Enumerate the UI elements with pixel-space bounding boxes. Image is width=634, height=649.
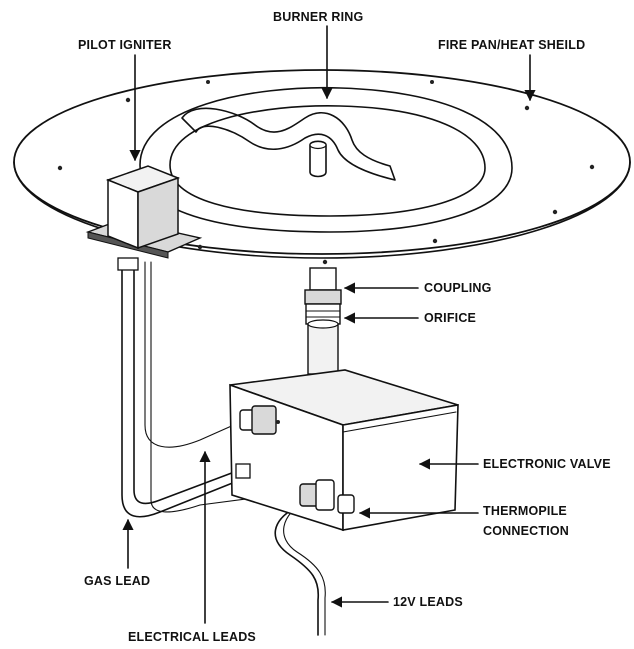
label-coupling: COUPLING [424, 281, 492, 295]
burner-ring-inner [169, 105, 486, 217]
coupling-orifice-stack [304, 267, 342, 375]
pilot-igniter [85, 165, 203, 271]
label-gas-lead: GAS LEAD [84, 574, 150, 588]
label-orifice: ORIFICE [424, 311, 476, 325]
label-pilot-igniter: PILOT IGNITER [78, 38, 172, 52]
label-burner-ring: BURNER RING [273, 10, 363, 24]
label-fire-pan: FIRE PAN/HEAT SHEILD [438, 38, 585, 52]
burner-tube [181, 107, 396, 181]
label-thermopile-line1: THERMOPILE [483, 504, 567, 518]
fire-pan-edge [13, 161, 631, 259]
fire-pan-holes [57, 80, 595, 265]
thermopile-connection [299, 479, 355, 514]
label-electrical-leads: ELECTRICAL LEADS [128, 630, 256, 644]
twelve-v-leads-cable [274, 504, 320, 636]
label-12v-leads: 12V LEADS [393, 595, 463, 609]
electrical-lead-lower [150, 261, 301, 513]
gas-lead-pipe [121, 267, 246, 518]
label-electronic-valve: ELECTRONIC VALVE [483, 457, 611, 471]
valve-fitting-gas [235, 463, 251, 479]
electrical-lead-upper [144, 261, 246, 448]
valve-fitting-upper [239, 405, 280, 435]
label-thermopile-line2: CONNECTION [483, 524, 569, 538]
burner-ring-outer [139, 86, 513, 233]
gas-lead-pipe-inner [133, 267, 246, 505]
twelve-v-leads-cable-inner [283, 499, 326, 636]
